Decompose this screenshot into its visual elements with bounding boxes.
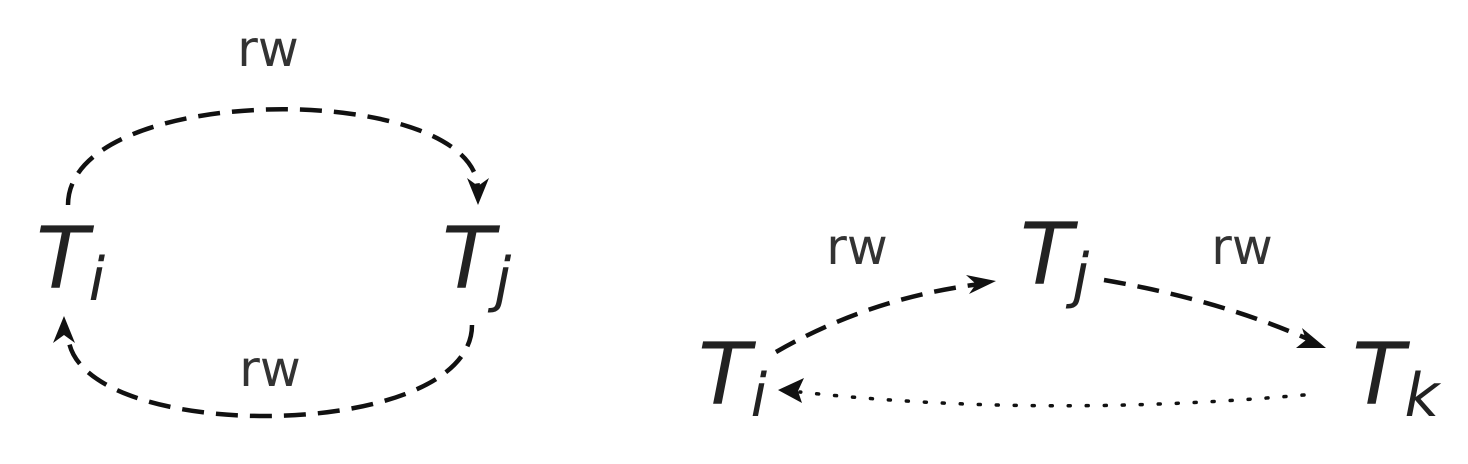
left-edge-ti-to-tj xyxy=(65,107,489,206)
left-node-tj-letter: T xyxy=(442,209,501,309)
left-edge-tj-to-ti xyxy=(53,316,475,419)
right-edge-ti-to-tj-arrowhead xyxy=(966,275,996,294)
svg-text:Tj: Tj xyxy=(442,209,512,315)
svg-text:Ti: Ti xyxy=(36,209,106,315)
right-edge-ti-to-tj-line xyxy=(774,281,981,354)
left-node-tj: Tj xyxy=(442,209,512,315)
right-node-tk-subscript: k xyxy=(1405,361,1442,431)
right-edge-tj-to-tk-arrowhead xyxy=(1296,328,1326,348)
right-node-ti: Ti xyxy=(698,325,768,431)
left-edge-ti-to-tj-line xyxy=(65,107,481,206)
right-node-tk: Tk xyxy=(1352,325,1442,431)
left-edge-ti-to-tj-label: rw xyxy=(237,20,298,78)
right-node-ti-subscript: i xyxy=(751,361,768,431)
right-edge-tj-to-tk-label: rw xyxy=(1211,218,1272,276)
right-edge-tj-to-tk xyxy=(1103,277,1326,348)
right-node-tj: Tj xyxy=(1020,205,1090,311)
left-cycle-diagram: rw rw Ti Tj xyxy=(36,20,512,419)
left-edge-tj-to-ti-arrowhead xyxy=(53,316,75,343)
left-node-ti-letter: T xyxy=(36,209,95,309)
svg-text:Tk: Tk xyxy=(1352,325,1442,431)
left-edge-ti-to-tj-arrowhead xyxy=(467,178,489,205)
left-edge-tj-to-ti-line xyxy=(65,324,475,419)
left-node-ti-subscript: i xyxy=(89,245,106,315)
right-edge-tj-to-tk-line xyxy=(1103,277,1311,343)
right-edge-tk-to-ti xyxy=(778,378,1306,408)
right-node-ti-letter: T xyxy=(698,325,757,425)
svg-text:Tj: Tj xyxy=(1020,205,1090,311)
right-node-tk-letter: T xyxy=(1352,325,1411,425)
right-edge-tk-to-ti-arrowhead xyxy=(778,378,804,403)
right-path-diagram: rw rw Ti Tj Tk xyxy=(698,205,1442,431)
right-edge-ti-to-tj-label: rw xyxy=(826,218,887,276)
right-node-tj-letter: T xyxy=(1020,205,1079,305)
left-node-ti: Ti xyxy=(36,209,106,315)
right-edge-ti-to-tj xyxy=(774,275,996,354)
left-edge-tj-to-ti-label: rw xyxy=(239,340,300,398)
svg-text:Ti: Ti xyxy=(698,325,768,431)
right-edge-tk-to-ti-line xyxy=(798,390,1306,408)
